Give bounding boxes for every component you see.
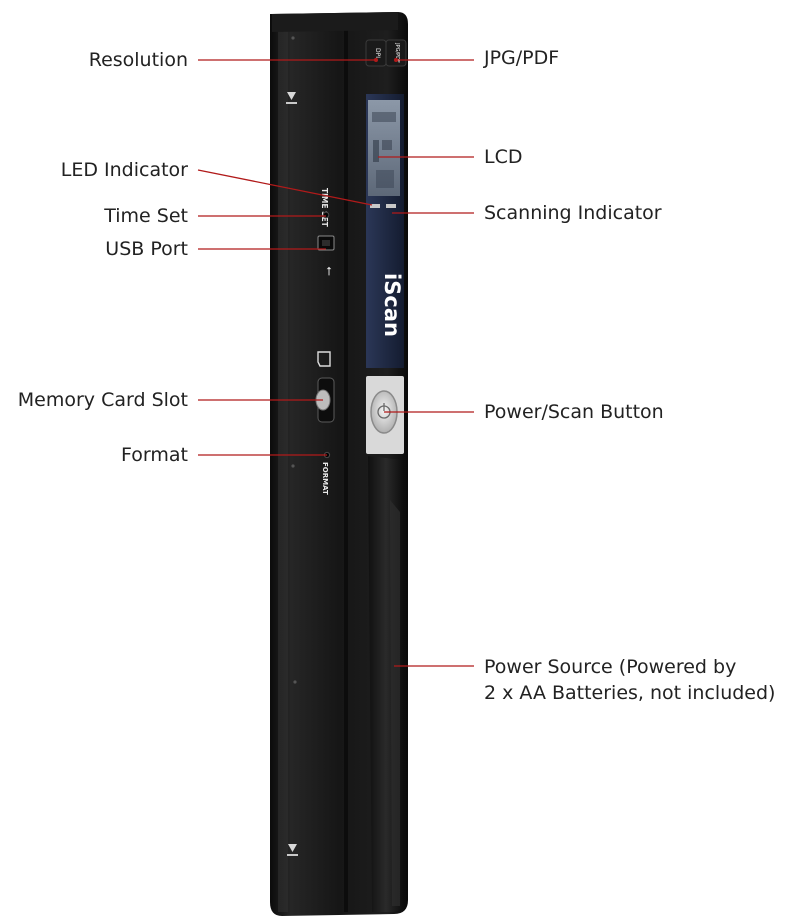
jpg-pdf-button-text: JPG/PDF <box>394 42 400 63</box>
label-power-source-line1: Power Source (Powered by <box>484 656 737 678</box>
power-indicator-led <box>386 204 396 208</box>
top-buttons: DPI JPG/PDF <box>365 39 407 67</box>
label-led-indicator: LED Indicator <box>60 159 188 181</box>
label-power-scan-button: Power/Scan Button <box>484 401 664 423</box>
label-jpg-pdf: JPG/PDF <box>484 47 560 69</box>
label-time-set: Time Set <box>104 205 188 227</box>
sd-card-icon <box>317 351 331 367</box>
usb-port[interactable] <box>317 235 335 251</box>
leader-led-indicator <box>197 169 373 206</box>
bottom-edge-arrow <box>288 844 297 852</box>
leader-lines <box>197 58 474 667</box>
label-power-source-line2: 2 x AA Batteries, not included) <box>484 682 776 704</box>
time-set-print: TIME SET <box>320 188 329 228</box>
label-scanning-indicator: Scanning Indicator <box>484 202 662 224</box>
label-usb-port: USB Port <box>105 238 188 260</box>
label-memory-card-slot: Memory Card Slot <box>17 389 188 411</box>
format-print: FORMAT <box>321 462 329 495</box>
power-scan-button[interactable] <box>366 376 404 454</box>
label-lcd: LCD <box>484 146 523 168</box>
lcd-screen <box>368 100 400 196</box>
brand-logo-text: iScan <box>380 273 404 337</box>
label-format: Format <box>121 444 188 466</box>
label-resolution: Resolution <box>88 49 188 71</box>
label-power-source: Power Source (Powered by 2 x AA Batterie… <box>484 654 775 706</box>
dpi-button-text: DPI <box>374 48 381 58</box>
time-set-hole[interactable] <box>322 211 330 219</box>
scanning-indicator-led <box>370 204 380 208</box>
usb-icon: ⭠ <box>323 266 337 276</box>
top-edge-arrow <box>287 92 296 100</box>
